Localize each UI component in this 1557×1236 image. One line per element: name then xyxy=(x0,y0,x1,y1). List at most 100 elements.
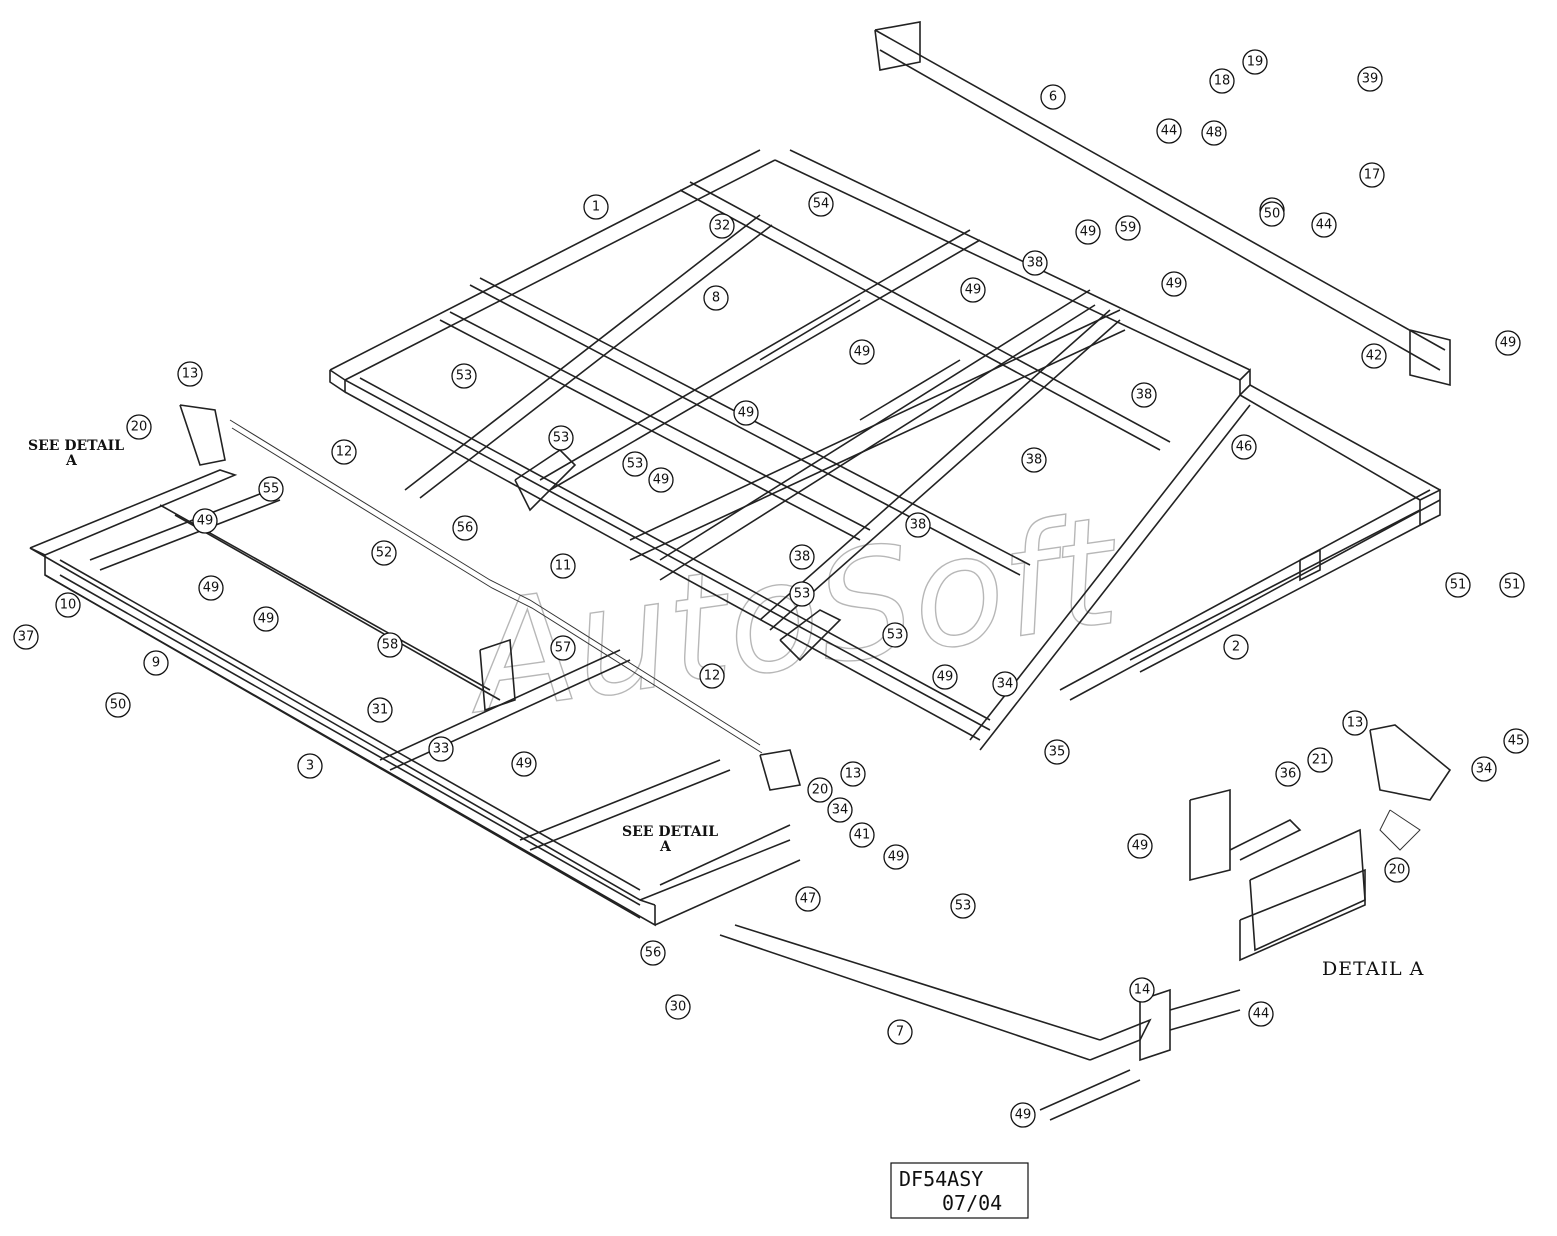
callout-circle xyxy=(1307,747,1333,773)
callout-circle xyxy=(789,544,815,570)
callout-label: 51 xyxy=(1504,578,1521,593)
callout-53: 53 xyxy=(882,622,908,648)
callout-circle xyxy=(192,508,218,534)
callout-circle xyxy=(622,451,648,477)
callout-circle xyxy=(1471,756,1497,782)
callout-49: 49 xyxy=(511,751,537,777)
callout-circle xyxy=(992,671,1018,697)
callout-49: 49 xyxy=(1161,271,1187,297)
callout-42: 42 xyxy=(1361,343,1387,369)
callout-circle xyxy=(932,664,958,690)
callout-circle xyxy=(143,650,169,676)
callout-label: 44 xyxy=(1161,124,1178,139)
callout-circle xyxy=(1259,201,1285,227)
callout-label: 41 xyxy=(854,828,871,843)
see-detail-note-2-letter: A xyxy=(659,839,672,855)
callout-circle xyxy=(452,515,478,541)
callout-label: 38 xyxy=(1026,453,1043,468)
callout-56: 56 xyxy=(640,940,666,966)
callout-circle xyxy=(548,425,574,451)
callout-12: 12 xyxy=(331,439,357,465)
callout-13: 13 xyxy=(1342,710,1368,736)
callout-6: 6 xyxy=(1040,84,1066,110)
callout-13: 13 xyxy=(177,361,203,387)
callout-label: 33 xyxy=(433,742,450,757)
callout-circle xyxy=(648,467,674,493)
callout-circle xyxy=(1311,212,1337,238)
callout-20: 20 xyxy=(807,777,833,803)
callout-52: 52 xyxy=(371,540,397,566)
callout-circle xyxy=(297,753,323,779)
callout-circle xyxy=(950,893,976,919)
callout-49: 49 xyxy=(733,400,759,426)
callout-label: 18 xyxy=(1214,74,1231,89)
callout-circle xyxy=(253,606,279,632)
callout-36: 36 xyxy=(1275,761,1301,787)
callout-circle xyxy=(1075,219,1101,245)
callout-label: 12 xyxy=(704,669,721,684)
callout-33: 33 xyxy=(428,736,454,762)
callout-55: 55 xyxy=(258,476,284,502)
callout-53: 53 xyxy=(950,893,976,919)
callout-label: 59 xyxy=(1120,221,1137,236)
callout-label: 47 xyxy=(800,892,817,907)
callout-38: 38 xyxy=(905,512,931,538)
callout-circle xyxy=(13,624,39,650)
drawing-code: DF54ASY xyxy=(899,1167,983,1191)
callout-label: 1 xyxy=(592,200,600,215)
callout-label: 50 xyxy=(110,698,127,713)
callout-label: 17 xyxy=(1364,168,1381,183)
callout-17: 17 xyxy=(1359,162,1385,188)
callout-label: 49 xyxy=(1080,225,1097,240)
callout-49: 49 xyxy=(1495,330,1521,356)
callout-label: 56 xyxy=(457,521,474,536)
callout-50: 50 xyxy=(105,692,131,718)
callout-label: 42 xyxy=(1366,349,1383,364)
callout-circle xyxy=(1010,1102,1036,1128)
drawing-stamp: DF54ASY 07/04 xyxy=(890,1162,1029,1219)
callout-label: 49 xyxy=(888,850,905,865)
callout-label: 49 xyxy=(197,514,214,529)
callout-49: 49 xyxy=(198,575,224,601)
callout-circle xyxy=(1231,434,1257,460)
callout-label: 19 xyxy=(1247,55,1264,70)
callout-19: 19 xyxy=(1242,49,1268,75)
callout-circle xyxy=(511,751,537,777)
callout-circle xyxy=(583,194,609,220)
callout-label: 57 xyxy=(555,641,572,656)
callout-circle xyxy=(827,797,853,823)
callout-circle xyxy=(1021,447,1047,473)
callout-circle xyxy=(960,277,986,303)
callout-circle xyxy=(1248,1001,1274,1027)
callout-1: 1 xyxy=(583,194,609,220)
callout-label: 56 xyxy=(645,946,662,961)
callout-circle xyxy=(1040,84,1066,110)
callout-label: 49 xyxy=(516,757,533,772)
callout-label: 46 xyxy=(1236,440,1253,455)
callout-label: 8 xyxy=(712,291,720,306)
callout-label: 34 xyxy=(997,677,1014,692)
callout-circle xyxy=(789,581,815,607)
callout-label: 49 xyxy=(653,473,670,488)
callout-label: 36 xyxy=(1280,767,1297,782)
callout-circle xyxy=(331,439,357,465)
drawing-date: 07/04 xyxy=(942,1191,1002,1215)
callout-49: 49 xyxy=(1075,219,1101,245)
callout-30: 30 xyxy=(665,994,691,1020)
callout-38: 38 xyxy=(1131,382,1157,408)
callout-circle xyxy=(1357,66,1383,92)
callout-38: 38 xyxy=(789,544,815,570)
callout-circle xyxy=(665,994,691,1020)
callout-label: 49 xyxy=(1166,277,1183,292)
callout-circle xyxy=(126,414,152,440)
callout-label: 49 xyxy=(258,612,275,627)
callout-layer: 1236789101112121313131417181920202021303… xyxy=(13,49,1529,1128)
callout-7: 7 xyxy=(887,1019,913,1045)
callout-circle xyxy=(905,512,931,538)
callout-label: 13 xyxy=(1347,716,1364,731)
callout-label: 32 xyxy=(714,219,731,234)
callout-circle xyxy=(640,940,666,966)
callout-label: 7 xyxy=(896,1025,904,1040)
callout-circle xyxy=(849,822,875,848)
callout-label: 20 xyxy=(131,420,148,435)
